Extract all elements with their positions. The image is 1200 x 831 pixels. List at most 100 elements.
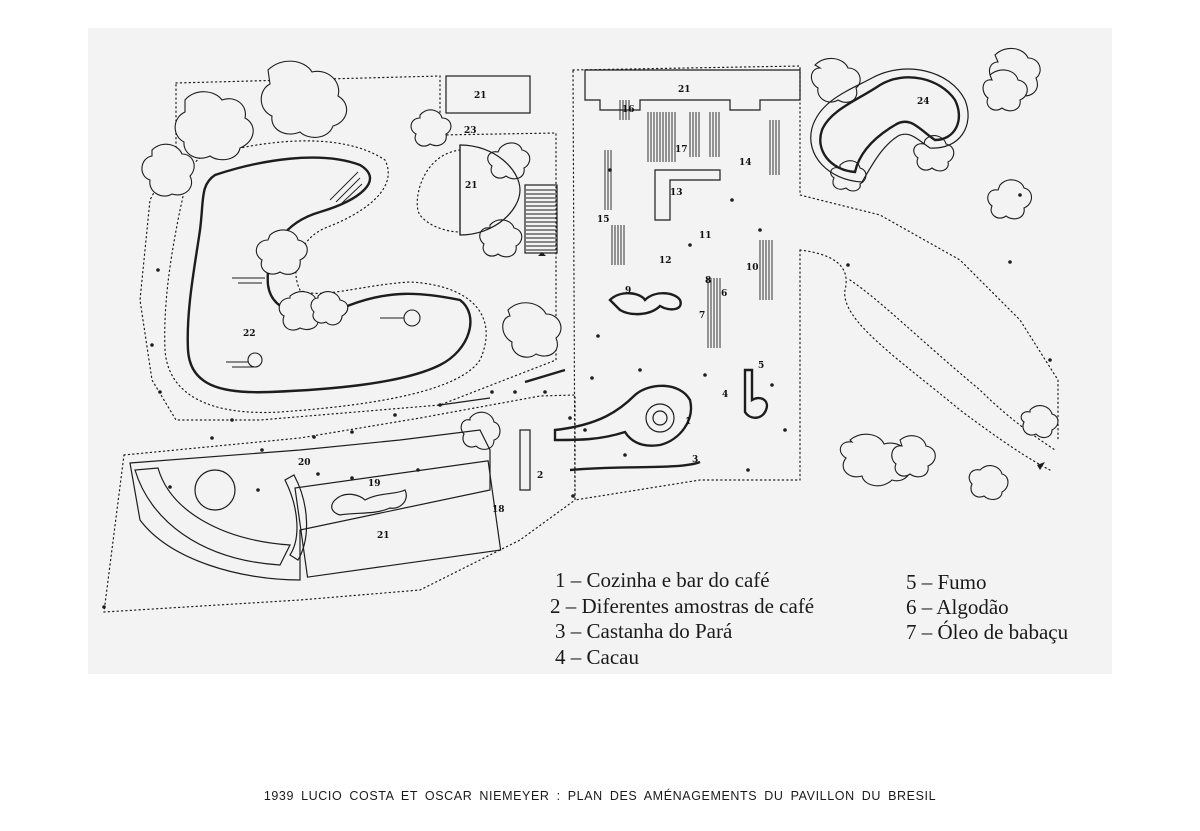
site-dot — [316, 472, 320, 476]
exhibit-19 — [331, 489, 407, 516]
site-dot — [846, 263, 850, 267]
plan-label-12: 12 — [659, 256, 672, 266]
legend-item-6: 6 – Algodão — [906, 595, 1009, 619]
building-21-south — [294, 460, 502, 578]
site-dot — [1048, 358, 1052, 362]
exhibit-panels — [604, 100, 780, 348]
plan-label-8: 8 — [705, 276, 711, 286]
site-dot — [256, 488, 260, 492]
exhibit-2 — [519, 429, 531, 491]
site-plan-drawing: 1 2 3 4 5 6 7 8 9 10 11 12 13 14 15 16 1… — [102, 47, 1059, 613]
site-dot — [150, 343, 154, 347]
site-dot — [783, 428, 787, 432]
plan-label-2: 2 — [537, 471, 543, 481]
site-dot — [156, 268, 160, 272]
site-dot — [393, 413, 397, 417]
exhibit-5 — [743, 368, 769, 419]
site-dot — [513, 390, 517, 394]
plan-label-13: 13 — [670, 188, 683, 198]
plan-label-18: 18 — [492, 505, 505, 515]
stairs — [524, 184, 558, 254]
plan-numbers: 1 2 3 4 5 6 7 8 9 10 11 12 13 14 15 16 1… — [243, 85, 930, 541]
site-dot — [158, 390, 162, 394]
plan-label-24: 24 — [917, 97, 930, 107]
scatter-dots — [102, 168, 1052, 609]
east-path-inner — [849, 279, 1056, 451]
figure-caption: 1939 LUCIO COSTA ET OSCAR NIEMEYER : PLA… — [263, 789, 937, 803]
site-dot — [623, 453, 627, 457]
pond-outer-path — [164, 140, 487, 414]
garden-boundary-south — [103, 394, 576, 613]
site-dot — [758, 228, 762, 232]
plan-label-16: 16 — [622, 105, 635, 115]
exhibit-13 — [654, 169, 721, 221]
plan-label-10: 10 — [746, 263, 759, 273]
plan-label-21-c: 21 — [678, 85, 691, 95]
site-dot — [438, 403, 442, 407]
site-dot — [703, 373, 707, 377]
legend-item-3: 3 – Castanha do Pará — [555, 619, 733, 643]
plan-label-9: 9 — [625, 286, 631, 296]
plan-label-11: 11 — [699, 231, 712, 241]
exhibit-9 — [608, 292, 682, 316]
exhibit-1-cafe — [553, 384, 693, 447]
pavilion-boundary — [572, 65, 1059, 501]
plan-label-19: 19 — [368, 479, 381, 489]
exhibit-3-wall — [569, 460, 701, 472]
plan-label-23: 23 — [464, 126, 477, 136]
site-dot — [260, 448, 264, 452]
site-dot — [416, 468, 420, 472]
plan-label-21-b: 21 — [465, 181, 478, 191]
pond-outline — [186, 156, 472, 394]
auditorium-21 — [459, 144, 521, 236]
terrace-20-curved-wall — [134, 467, 291, 566]
plan-label-22: 22 — [243, 329, 256, 339]
plan-label-21-a: 21 — [474, 91, 487, 101]
site-dot — [730, 198, 734, 202]
site-dot — [1018, 193, 1022, 197]
plan-label-15: 15 — [597, 215, 610, 225]
site-dot — [543, 390, 547, 394]
terrace-20 — [129, 429, 491, 581]
site-dot — [312, 435, 316, 439]
east-path — [799, 249, 1051, 471]
site-plan-panel: 1 2 3 4 5 6 7 8 9 10 11 12 13 14 15 16 1… — [88, 28, 1112, 674]
site-dot — [168, 485, 172, 489]
site-dot — [210, 436, 214, 440]
building-21-north — [445, 75, 531, 114]
plan-label-4: 4 — [722, 390, 728, 400]
site-dot — [1008, 260, 1012, 264]
plan-label-7: 7 — [699, 311, 705, 321]
site-dot — [350, 476, 354, 480]
plan-label-3: 3 — [692, 455, 698, 465]
site-dot — [230, 418, 234, 422]
site-dot — [688, 243, 692, 247]
legend-item-2: 2 – Diferentes amostras de café — [550, 594, 815, 618]
pavilion-north-21 — [584, 69, 801, 111]
trees — [141, 47, 1059, 501]
pool-24-rim — [810, 68, 969, 183]
legend-item-5: 5 – Fumo — [906, 570, 987, 594]
pool-24 — [819, 76, 961, 174]
site-dot — [608, 168, 612, 172]
legend-item-7: 7 – Óleo de babaçu — [906, 620, 1069, 644]
site-dot — [583, 428, 587, 432]
plan-label-14: 14 — [739, 158, 752, 168]
plan-label-5: 5 — [758, 361, 764, 371]
site-dot — [596, 334, 600, 338]
site-dot — [571, 494, 575, 498]
site-dot — [590, 376, 594, 380]
site-dot — [350, 430, 354, 434]
site-dot — [490, 390, 494, 394]
plan-label-1: 1 — [685, 417, 691, 427]
plan-label-6: 6 — [721, 289, 727, 299]
site-dot — [568, 416, 572, 420]
legend-item-4: 4 – Cacau — [555, 645, 639, 669]
plan-label-21-d: 21 — [377, 531, 390, 541]
site-dot — [770, 383, 774, 387]
plan-label-17: 17 — [675, 145, 688, 155]
legend-item-1: 1 – Cozinha e bar do café — [555, 568, 770, 592]
site-dot — [746, 468, 750, 472]
site-dot — [638, 368, 642, 372]
site-dot — [102, 605, 106, 609]
